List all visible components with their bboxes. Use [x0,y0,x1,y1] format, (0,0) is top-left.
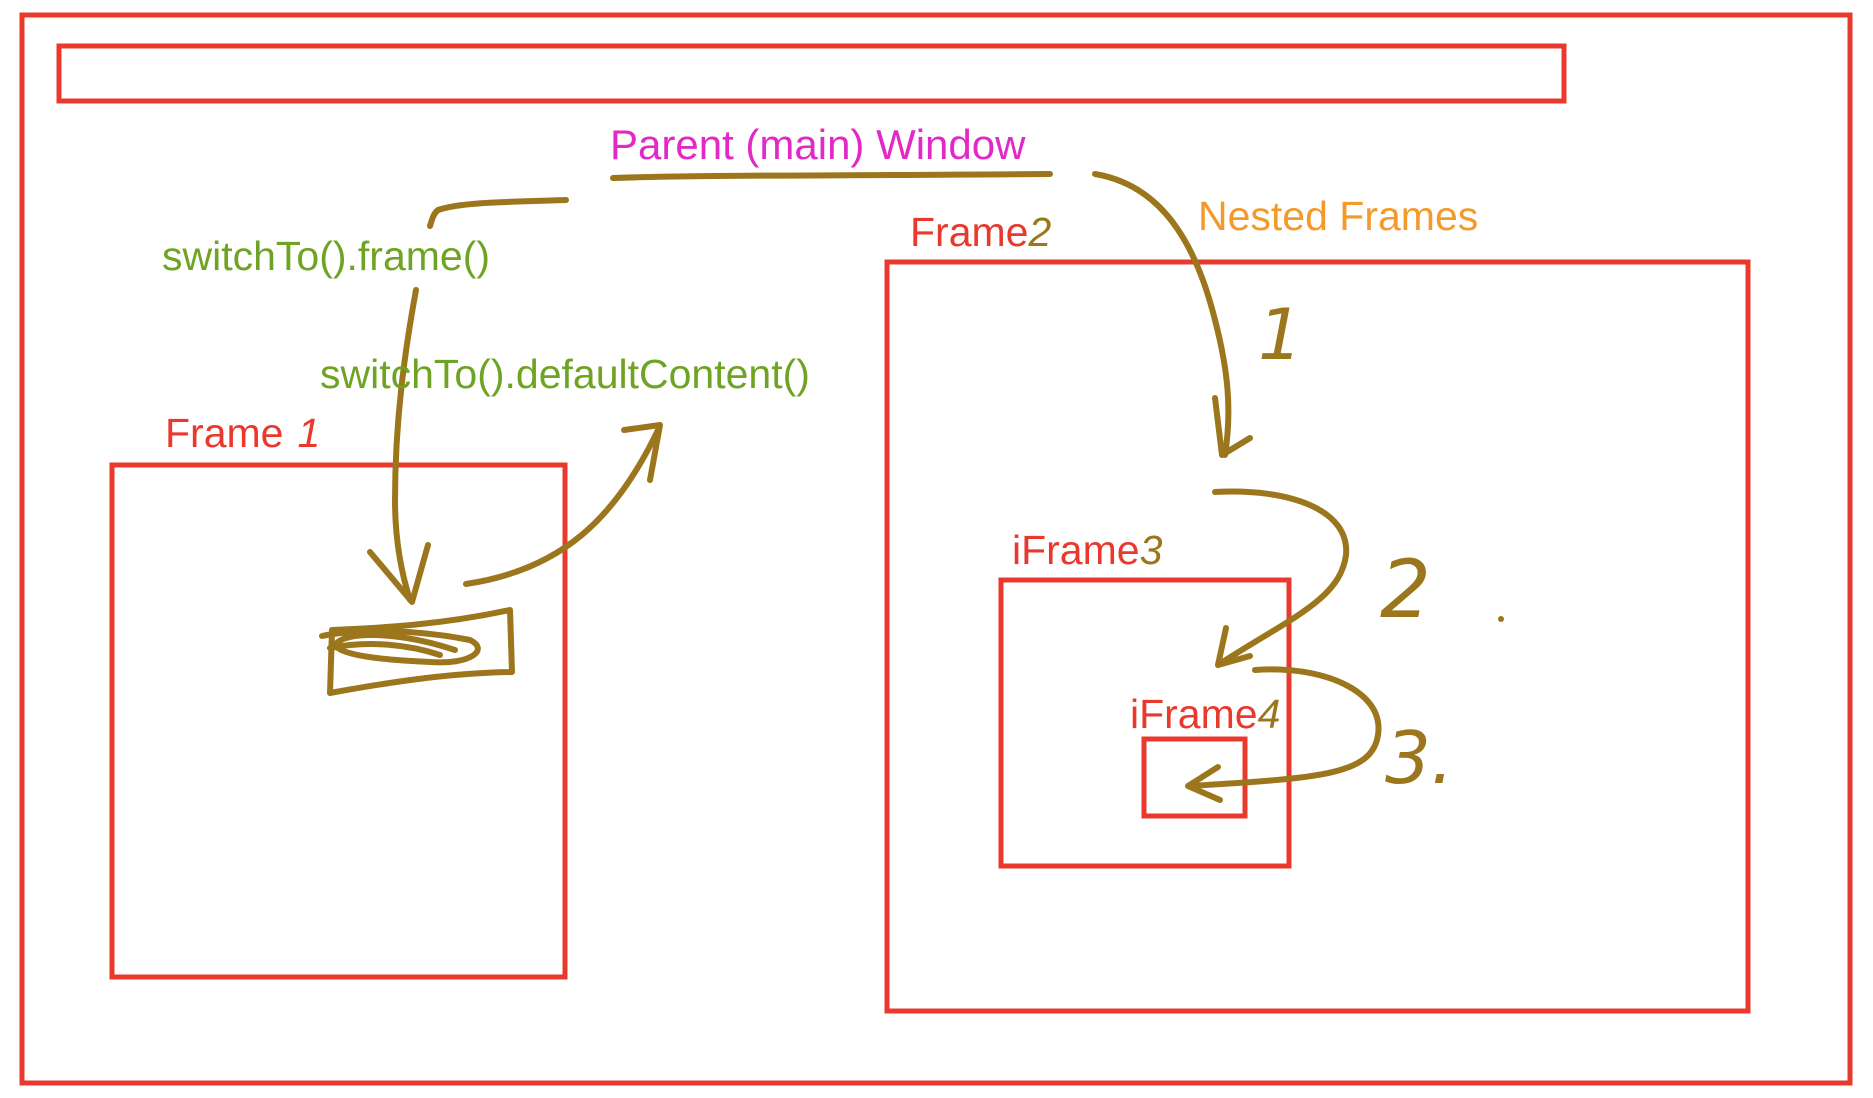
step-1-number: 1 [1258,294,1303,376]
frame2-label-digit: 2 [1028,209,1052,255]
iframe3-label-text: iFrame [1012,527,1140,573]
iframe3-label: iFrame3 [1012,530,1162,571]
frame1-element-scribble [319,628,481,666]
step-2-number: 2 [1380,543,1431,636]
switch-default-label: switchTo().defaultContent() [320,351,810,397]
frame1-element-box [327,607,515,696]
frame1-label-text: Frame [165,410,284,456]
iframe4-label-digit: 4 [1257,691,1281,737]
frame1-label-digit: 1 [297,410,321,456]
iframe4-label: iFrame4 [1130,694,1280,735]
parent-window-label: Parent (main) Window [610,121,1026,168]
step3-arrow [1187,666,1382,789]
iframe4-label-text: iFrame [1130,691,1258,737]
step2-arrowhead [1215,625,1253,668]
frame2-box [884,259,1751,1014]
step-3-number: 3. [1385,716,1454,800]
parent-window-frame [19,12,1853,1086]
iframe3-box [998,577,1292,869]
default-content-arrowhead [621,422,663,483]
address-bar-frame [56,43,1567,104]
iframe4-box [1141,736,1248,819]
frame1-label: Frame 1 [165,413,320,454]
switch-frame-arrow [392,287,419,603]
frame2-label: Frame2 [910,212,1051,253]
switch-frame-label: switchTo().frame() [162,233,491,279]
step1-arrowhead [1212,395,1253,458]
step2-arrow [1212,488,1350,668]
frame2-label-text: Frame [910,209,1029,255]
step2-dot [1498,616,1504,622]
iframe3-label-digit: 3 [1139,527,1163,573]
nested-frames-label: Nested Frames [1198,193,1479,239]
switch-frame-curve [427,197,569,229]
switch-frame-arrowhead [367,542,431,605]
default-content-arrow [463,427,661,587]
step1-arrow [1092,171,1232,458]
parent-label-underline [610,171,1053,181]
frame1-box [109,462,568,980]
step3-arrowhead [1185,764,1223,803]
